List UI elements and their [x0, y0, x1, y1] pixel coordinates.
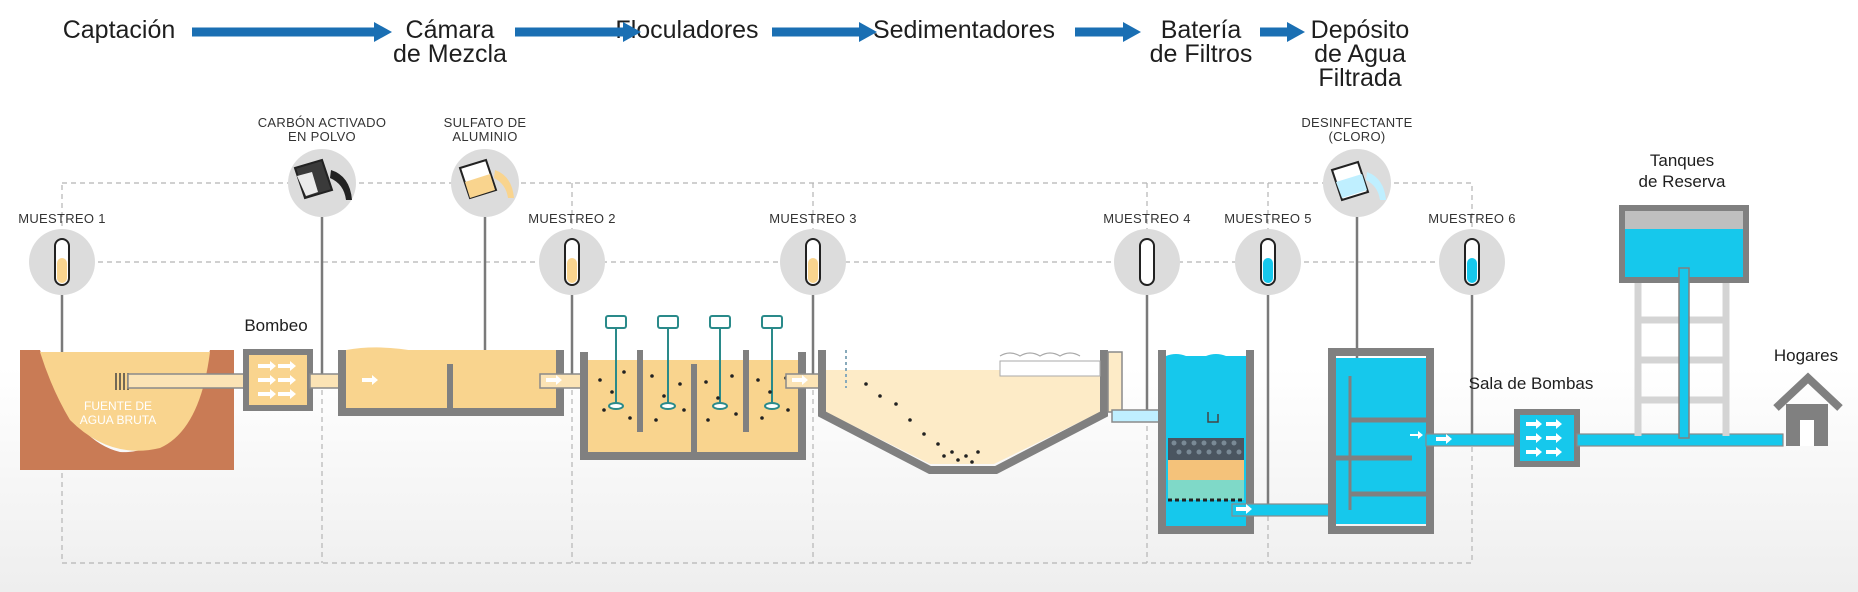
- additive-sulfate: SULFATO DE ALUMINIO: [444, 115, 527, 217]
- sample-label: MUESTREO 1: [18, 211, 106, 226]
- flow-step-floculadores: Floculadores: [615, 16, 758, 44]
- raw-water-source: FUENTE DE AGUA BRUTA: [20, 350, 234, 470]
- process-flow: Captación Cámara de Mezcla Floculadores …: [63, 16, 1410, 92]
- flow-arrowhead-icon: [1287, 22, 1305, 42]
- earth-basin: [20, 350, 234, 470]
- sample-point-2: MUESTREO 2: [528, 211, 616, 295]
- additive-disinfectant: DESINFECTANTE (CLORO): [1301, 115, 1412, 217]
- flow-arrowhead-icon: [1123, 22, 1141, 42]
- test-tube-icon: [1139, 238, 1155, 286]
- flow-arrows-icon: [258, 361, 296, 399]
- flow-step-bateria-de-filtros: Batería de Filtros: [1150, 16, 1253, 68]
- additive-label: (CLORO): [1329, 129, 1386, 144]
- sample-point-5: MUESTREO 5: [1224, 211, 1312, 295]
- pipe: [309, 373, 343, 389]
- additive-carbon: CARBÓN ACTIVADO EN POLVO: [258, 115, 387, 217]
- pouring-carbon-icon: [293, 158, 352, 200]
- sample-label: MUESTREO 6: [1428, 211, 1516, 226]
- flow-step-sedimentadores: Sedimentadores: [873, 16, 1055, 44]
- flow-step-line: de Agua: [1314, 40, 1406, 68]
- test-tube-icon: [805, 238, 821, 286]
- additive-label: SULFATO DE: [444, 115, 527, 130]
- guide-frame: [61, 182, 1473, 564]
- riser-pipe: [1678, 267, 1690, 439]
- flow-step-line: Captación: [63, 16, 176, 44]
- sample-label: MUESTREO 3: [769, 211, 857, 226]
- flow-step-line: de Filtros: [1150, 40, 1253, 68]
- sediment-particles: [864, 382, 980, 464]
- filter-battery: [1158, 350, 1254, 534]
- sample-label: MUESTREO 5: [1224, 211, 1312, 226]
- reserve-tanks-label: Tanques: [1650, 151, 1714, 170]
- floc-particles: [598, 370, 790, 422]
- homes: Hogares: [1773, 346, 1843, 446]
- flow-arrowhead-icon: [374, 22, 392, 42]
- sample-point-1: MUESTREO 1: [18, 211, 106, 295]
- flow-step-camara-de-mezcla: Cámara de Mezcla: [393, 16, 507, 68]
- pouring-disinfectant-icon: [1330, 160, 1386, 202]
- sample-point-3: MUESTREO 3: [769, 211, 857, 295]
- flow-arrows-icon: [1526, 419, 1562, 457]
- filtered-water-deposit: [1328, 348, 1434, 534]
- flow-step-line: Filtrada: [1318, 64, 1401, 92]
- flow-step-line: Floculadores: [615, 16, 758, 44]
- flow-step-line: de Mezcla: [393, 40, 507, 68]
- reserve-tanks: Tanques de Reserva: [1619, 151, 1749, 439]
- test-tube-icon: [54, 238, 70, 286]
- pump-station: Bombeo: [243, 316, 313, 411]
- additive-label: ALUMINIO: [452, 129, 517, 144]
- additive-label: DESINFECTANTE: [1301, 115, 1412, 130]
- house-icon: [1773, 372, 1843, 446]
- test-tube-icon: [564, 238, 580, 286]
- flow-step-captacion: Captación: [63, 16, 176, 44]
- pumping-label: Bombeo: [244, 316, 307, 335]
- source-label: AGUA BRUTA: [80, 413, 156, 427]
- sample-point-4: MUESTREO 4: [1103, 211, 1191, 295]
- flow-step-line: Depósito: [1311, 16, 1410, 44]
- flow-arrowhead-icon: [859, 22, 877, 42]
- sample-point-6: MUESTREO 6: [1428, 211, 1516, 295]
- test-tube-icon: [1464, 238, 1480, 286]
- reserve-tanks-label: de Reserva: [1639, 172, 1726, 191]
- mixing-chamber: [338, 347, 564, 416]
- flow-arrowhead-icon: [623, 22, 641, 42]
- flocculators: [580, 315, 806, 460]
- intake-pipe: [127, 373, 247, 389]
- additive-label: CARBÓN ACTIVADO: [258, 115, 387, 130]
- flow-step-deposito-agua-filtrada: Depósito de Agua Filtrada: [1311, 16, 1410, 92]
- sedimentation-tank: [818, 350, 1108, 474]
- pump-room-label: Sala de Bombas: [1469, 374, 1594, 393]
- source-label: FUENTE DE: [84, 399, 152, 413]
- test-tube-icon: [1260, 238, 1276, 286]
- mixer-paddle-icon: [605, 315, 783, 410]
- homes-label: Hogares: [1774, 346, 1838, 365]
- flow-step-line: Cámara: [406, 16, 495, 44]
- sample-label: MUESTREO 4: [1103, 211, 1191, 226]
- flow-step-line: Sedimentadores: [873, 16, 1055, 44]
- flow-step-line: Batería: [1161, 16, 1242, 44]
- additive-label: EN POLVO: [288, 129, 356, 144]
- pouring-sulfate-icon: [458, 158, 514, 200]
- pump-room: Sala de Bombas: [1469, 374, 1594, 467]
- sample-label: MUESTREO 2: [528, 211, 616, 226]
